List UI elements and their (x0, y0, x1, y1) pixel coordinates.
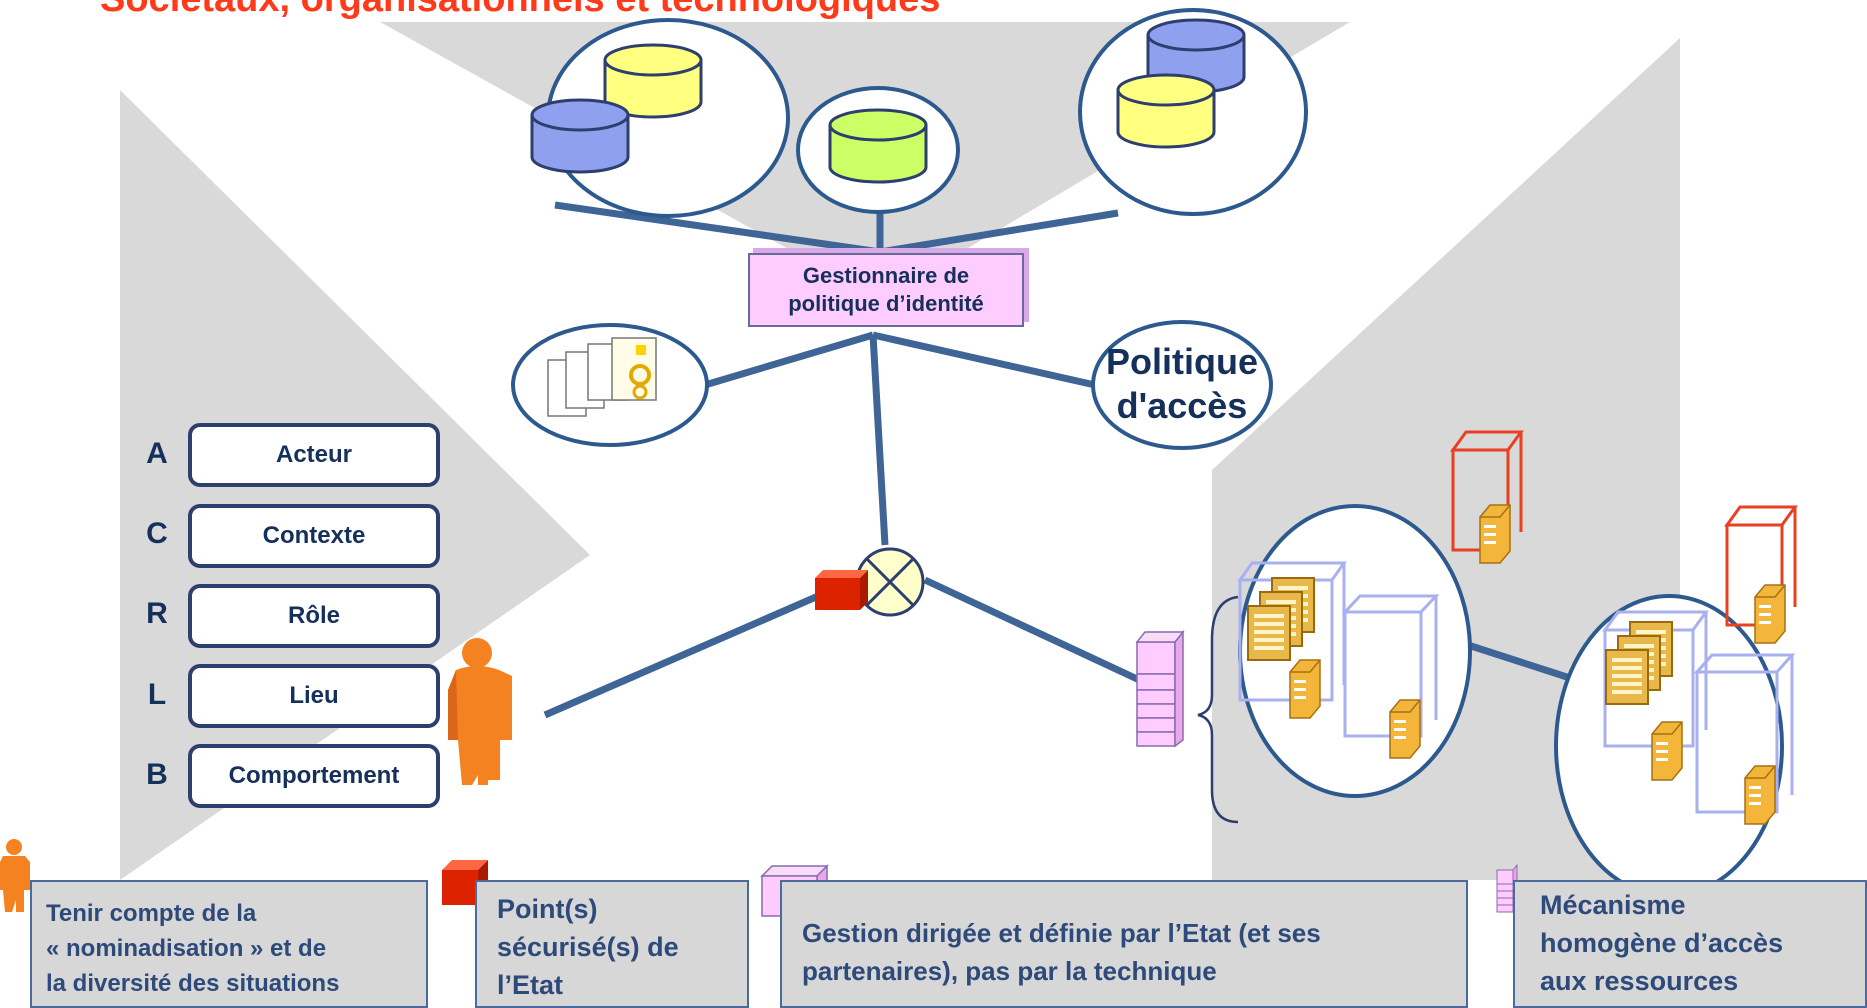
legend-item-secure-point: Point(s) sécurisé(s) de l’Etat (475, 880, 749, 1008)
legend-person-icon (0, 839, 30, 912)
attribute-letter-b: B (146, 758, 168, 791)
attribute-box-role: Rôle (188, 584, 440, 648)
legend-text-person: Tenir compte de la « nominadisation » et… (46, 900, 340, 997)
attribute-box-contexte: Contexte (188, 504, 440, 568)
bracket (1197, 595, 1239, 824)
database-group-right (1078, 8, 1308, 216)
database-group-center (796, 86, 960, 214)
legend-text-access-mechanism: Mécanisme homogène d’accès aux ressource… (1540, 890, 1784, 996)
identity-cards-group (511, 323, 709, 447)
attribute-letter-l: L (147, 678, 167, 711)
external-server-1 (1450, 430, 1524, 564)
external-server-2 (1724, 505, 1798, 644)
resource-access-stack-icon (1135, 629, 1185, 748)
legend-item-person: Tenir compte de la « nominadisation » et… (30, 880, 428, 1008)
attribute-letter-a: A (146, 437, 168, 470)
access-policy-label: Politique d'accès (1106, 341, 1258, 426)
access-policy-oval (1091, 320, 1273, 450)
person-icon (448, 638, 512, 785)
database-group-left (530, 18, 790, 218)
page-title: Sociétaux, organisationnels et technolog… (100, 0, 940, 21)
legend-item-access-mechanism: Mécanisme homogène d’accès aux ressource… (1513, 880, 1867, 1008)
legend-text-secure-point: Point(s) sécurisé(s) de l’Etat (497, 894, 679, 1000)
attribute-box-acteur: Acteur (188, 423, 440, 487)
resource-group-1 (1237, 504, 1472, 798)
attribute-box-lieu: Lieu (188, 664, 440, 728)
legend-item-governance: Gestion dirigée et définie par l’Etat (e… (780, 880, 1468, 1008)
legend-text-governance: Gestion dirigée et définie par l’Etat (e… (802, 918, 1321, 986)
identity-manager-box: Gestionnaire de politique d’identité (748, 253, 1024, 327)
secure-point-cube-icon (815, 570, 868, 610)
resource-group-2 (1554, 594, 1796, 898)
attribute-box-comportement: Comportement (188, 744, 440, 808)
attribute-letter-r: R (146, 597, 168, 630)
attribute-letter-c: C (146, 517, 168, 550)
